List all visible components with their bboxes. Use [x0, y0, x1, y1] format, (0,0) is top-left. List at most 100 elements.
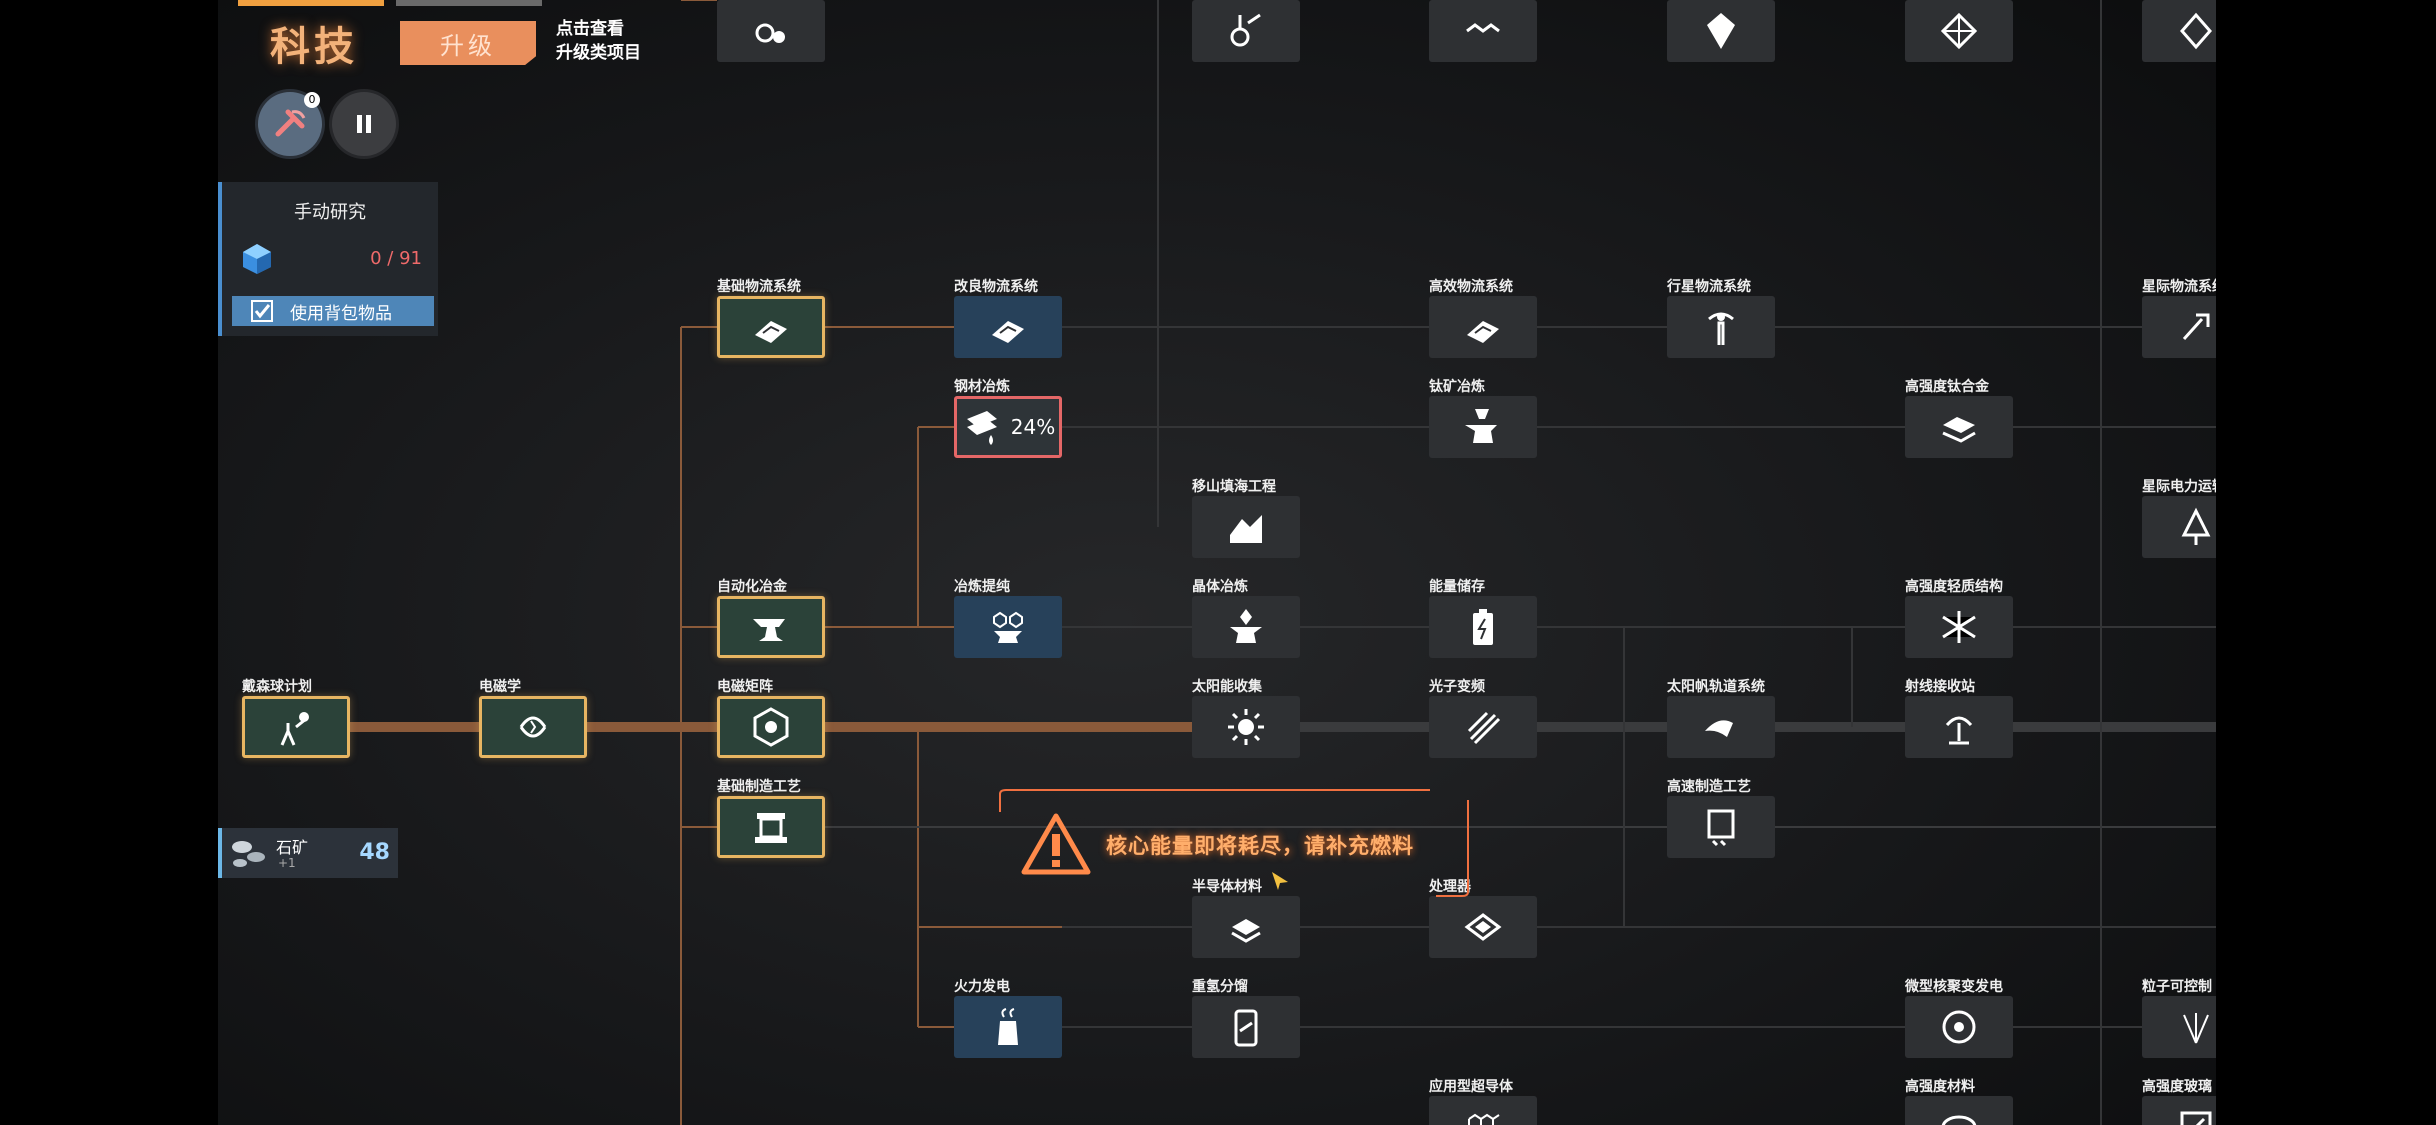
purify-icon [993, 611, 1023, 643]
tech-node[interactable] [2142, 1096, 2216, 1125]
photon-icon [1467, 711, 1501, 745]
tech-node[interactable] [1667, 0, 1775, 62]
tech-node[interactable] [1429, 396, 1537, 458]
resource-rate: +1 [278, 856, 296, 870]
tech-node-label: 基础制造工艺 [717, 779, 801, 795]
upgrade-hint-line1: 点击查看 [556, 19, 624, 39]
particle-icon [2183, 1013, 2209, 1044]
warning-icon [1021, 813, 1091, 875]
tech-node[interactable] [2142, 996, 2216, 1058]
manual-research-panel: 手动研究 0 / 91 使用背包物品 [218, 182, 438, 336]
tech-tree-view[interactable]: 科技 升级 点击查看 升级类项目 0 手动研究 [218, 0, 2216, 1125]
tech-node-label: 高速制造工艺 [1667, 779, 1751, 795]
tech-node[interactable] [1429, 596, 1537, 658]
tech-node[interactable] [1667, 696, 1775, 758]
tech-node-label: 射线接收站 [1905, 679, 1975, 695]
fast-assembler-icon [1707, 809, 1735, 847]
interstellar-icon [2182, 313, 2210, 341]
tech-node[interactable] [717, 296, 825, 358]
tech-node-label: 微型核聚变发电 [1905, 979, 2003, 995]
cursor-icon [1272, 872, 1288, 890]
thermal-icon [998, 1008, 1018, 1045]
matrix-cube-icon [243, 244, 271, 274]
tech-node[interactable] [1905, 1096, 2013, 1125]
tech-node[interactable] [717, 596, 825, 658]
pickaxe-icon [275, 109, 306, 137]
tech-node[interactable] [1667, 296, 1775, 358]
fuel-warning-text: 核心能量即将耗尽，请补充燃料 [1106, 834, 1414, 858]
material-icon [1941, 1115, 1977, 1125]
tech-node[interactable] [1192, 496, 1300, 558]
tech-node[interactable] [1667, 796, 1775, 858]
tech-node[interactable] [717, 696, 825, 758]
tech-node-label: 处理器 [1429, 879, 1471, 895]
tech-node[interactable] [954, 596, 1062, 658]
tech-node[interactable] [1905, 596, 2013, 658]
warning-frame [999, 789, 1469, 897]
tech-node[interactable] [1192, 0, 1300, 62]
tech-node[interactable] [2142, 296, 2216, 358]
tech-node-label: 太阳能收集 [1192, 679, 1262, 695]
tech-node[interactable] [1905, 996, 2013, 1058]
tech-node[interactable] [479, 696, 587, 758]
upgrade-hint: 点击查看 升级类项目 [556, 17, 641, 65]
dyson-icon [280, 712, 309, 746]
research-progress: 24% [1010, 415, 1056, 439]
tech-node[interactable] [1905, 696, 2013, 758]
tech-node[interactable] [1192, 696, 1300, 758]
tech-node[interactable] [954, 296, 1062, 358]
tech-node[interactable] [1905, 396, 2013, 458]
hexagon-icon [1468, 1113, 1500, 1125]
tech-node[interactable] [1429, 1096, 1537, 1125]
steel-icon [966, 411, 997, 445]
sail-icon [1705, 720, 1733, 737]
use-backpack-toggle[interactable]: 使用背包物品 [232, 296, 434, 326]
glass-icon [2180, 1111, 2212, 1125]
tech-node[interactable] [717, 0, 825, 62]
chemical-icon [1230, 13, 1261, 47]
tech-node-label: 基础物流系统 [717, 279, 801, 295]
alloy-icon [1942, 417, 1976, 443]
tech-node[interactable] [2142, 0, 2216, 62]
tech-node[interactable] [1429, 0, 1537, 62]
structure-icon [1940, 12, 1978, 50]
use-backpack-label: 使用背包物品 [290, 303, 392, 324]
tech-node-label: 晶体冶炼 [1192, 579, 1248, 595]
tech-node-label: 钛矿冶炼 [1429, 379, 1485, 395]
page-title: 科技 [270, 24, 358, 70]
tech-node-label: 电磁矩阵 [717, 679, 773, 695]
tech-node[interactable] [717, 796, 825, 858]
fluid-icon [755, 23, 785, 43]
tech-node[interactable] [1429, 696, 1537, 758]
tech-node-label: 重氢分馏 [1192, 979, 1248, 995]
tech-node[interactable] [1192, 896, 1300, 958]
receiver-icon [1945, 716, 1973, 745]
tech-node[interactable] [954, 996, 1062, 1058]
tech-node[interactable] [1192, 996, 1300, 1058]
queue-count-badge: 0 [304, 92, 320, 108]
resource-amount: 48 [359, 840, 390, 865]
tech-node-label: 星际物流系统 [2142, 279, 2216, 295]
upgrade-tab-button[interactable]: 升级 [400, 21, 536, 65]
assembler-icon [755, 813, 787, 843]
tech-node[interactable] [1429, 896, 1537, 958]
tech-node[interactable] [1429, 296, 1537, 358]
tech-node[interactable] [2142, 496, 2216, 558]
tech-node[interactable] [242, 696, 350, 758]
tech-node-label: 自动化冶金 [717, 579, 787, 595]
processor-icon [1464, 913, 1502, 941]
tech-node[interactable] [1192, 596, 1300, 658]
tech-node-label: 戴森球计划 [242, 679, 312, 695]
tech-node[interactable] [1905, 0, 2013, 62]
conveyor-icon [1467, 321, 1499, 343]
tech-node[interactable]: 24% [954, 396, 1062, 458]
active-tab-indicator [238, 0, 384, 6]
crystal-icon [1707, 13, 1735, 49]
research-queue-button[interactable]: 0 [258, 92, 322, 156]
resource-name: 石矿 [276, 838, 309, 857]
battery-icon [1473, 609, 1493, 645]
tech-node-label: 电磁学 [479, 679, 521, 695]
pause-button[interactable] [332, 92, 396, 156]
frame-icon [1942, 611, 1976, 643]
